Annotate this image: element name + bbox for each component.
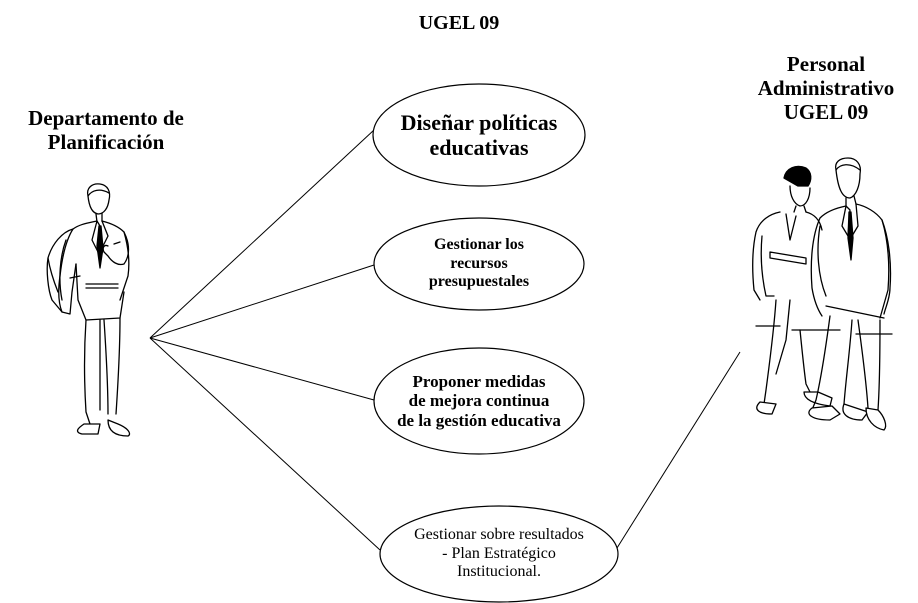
use-case-4: Gestionar sobre resultados - Plan Estrat… <box>380 506 618 602</box>
businessman-figure-icon <box>46 183 131 437</box>
use-case-4-text: Gestionar sobre resultados - Plan Estrat… <box>414 526 584 581</box>
association-lines <box>149 129 741 551</box>
use-case-ellipse-4 <box>379 505 619 603</box>
association-line-right-uc4 <box>616 351 741 549</box>
use-case-3-text: Proponer medidas de mejora continua de l… <box>397 371 561 430</box>
association-line-left-uc4 <box>149 337 381 551</box>
actor-right-name: Personal Administrativo UGEL 09 <box>726 52 918 124</box>
use-case-ellipse-3 <box>373 347 585 455</box>
actor-right-name-text: Personal Administrativo UGEL 09 <box>757 52 895 125</box>
actor-left-name-text: Departamento de Planificación <box>28 106 184 155</box>
use-case-2: Gestionar los recursos presupuestales <box>374 218 584 310</box>
association-line-left-uc3 <box>149 337 375 401</box>
diagram-title: UGEL 09 <box>418 12 500 34</box>
use-case-3: Proponer medidas de mejora continua de l… <box>374 348 584 454</box>
staff-group-figure-icon <box>752 157 893 431</box>
use-case-2-text: Gestionar los recursos presupuestales <box>428 236 530 291</box>
use-case-1: Diseñar políticas educativas <box>373 84 585 186</box>
use-case-ellipses <box>372 83 619 603</box>
association-line-left-uc2 <box>149 264 375 339</box>
use-case-ellipse-1 <box>372 83 586 187</box>
association-line-left-uc1 <box>149 129 375 339</box>
use-case-ellipse-2 <box>373 217 585 311</box>
actor-left-name: Departamento de Planificación <box>0 106 212 154</box>
use-case-1-text: Diseñar políticas educativas <box>400 109 558 160</box>
